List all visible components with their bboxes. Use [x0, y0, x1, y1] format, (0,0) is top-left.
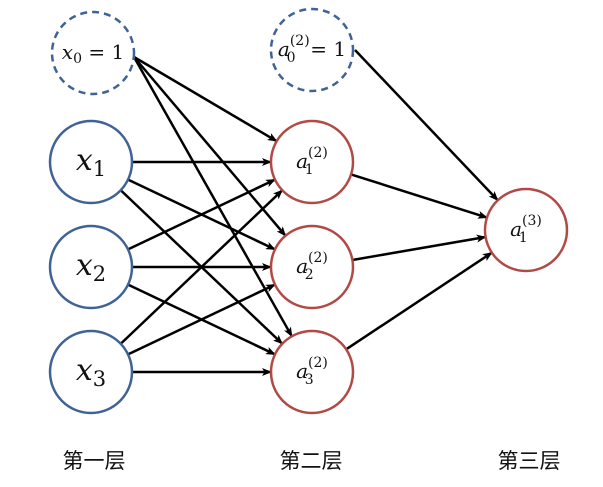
connections [119, 49, 499, 376]
bias-node-a0-label: a(2)0 = 1 [278, 33, 346, 66]
hidden-node-a1 [269, 119, 355, 205]
hidden-node-a3-label: a(2)3 [296, 355, 328, 388]
edge-l1-n1-l2-n2 [127, 283, 276, 356]
hidden-node-a2 [269, 224, 355, 310]
edge-l1-n0-l2-n2 [119, 189, 284, 345]
edge-l2-n0-l3-n0 [350, 173, 488, 219]
hidden-node-a2-label: a(2)2 [296, 250, 328, 283]
input-node-x2 [48, 224, 134, 310]
edge-l2-bias-l3-n0 [354, 49, 499, 202]
output-node-a1 [483, 187, 569, 273]
hidden-node-a1-label: a(2)1 [296, 145, 328, 178]
input-node-x3-label: x3 [76, 353, 106, 391]
layer-3: a(3)1 第三层 [483, 187, 569, 473]
layer-1-label: 第一层 [63, 449, 126, 473]
layer-1: x0 = 1 x1 x2 x3 第一层 [48, 10, 136, 473]
edge-l1-bias-l2-n1 [133, 56, 287, 237]
input-node-x1 [48, 119, 134, 205]
edge-l2-n1-l3-n0 [352, 234, 487, 262]
layer-2: a(2)0 = 1 a(2)1 a(2)2 a(2)3 第二层 [269, 7, 355, 473]
input-node-x3 [48, 329, 134, 415]
input-node-x1-label: x1 [76, 143, 106, 181]
input-node-x2-label: x2 [76, 248, 106, 286]
edge-l1-bias-l2-n0 [133, 55, 278, 143]
bias-node-x0 [50, 10, 136, 96]
edge-l1-n0-l2-n1 [127, 178, 276, 251]
layer-2-label: 第二层 [280, 449, 343, 473]
output-node-a1-label: a(3)1 [510, 213, 542, 246]
layer-3-label: 第三层 [498, 449, 561, 473]
edge-l1-bias-l2-n2 [132, 56, 293, 338]
bias-node-x0-label: x0 = 1 [62, 40, 124, 68]
edge-l2-n2-l3-n0 [345, 251, 493, 351]
bias-node-a0 [269, 7, 355, 93]
hidden-node-a3 [269, 329, 355, 415]
